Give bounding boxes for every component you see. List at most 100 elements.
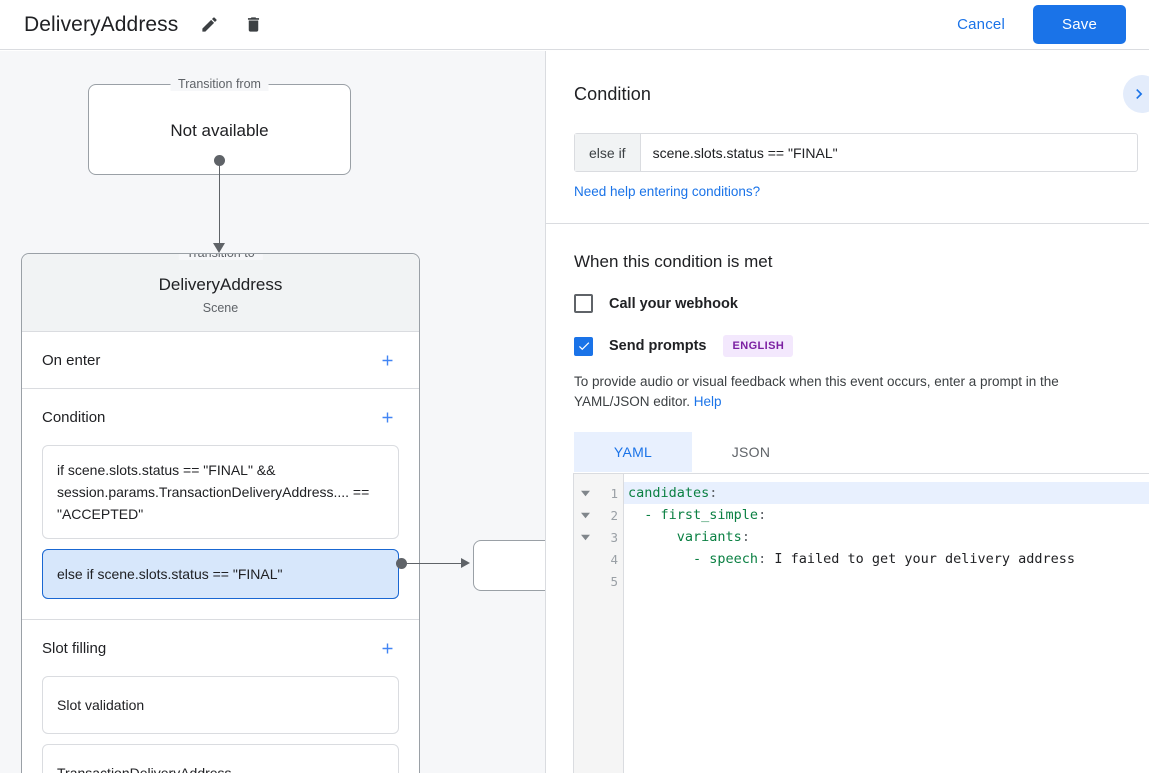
gutter-row: 2 [574, 504, 623, 526]
condition-help-link[interactable]: Need help entering conditions? [574, 184, 761, 199]
line-number: 2 [610, 507, 618, 523]
code-line[interactable] [624, 570, 1149, 592]
page-title: DeliveryAddress [24, 12, 179, 36]
flow-canvas[interactable]: Transition from Not available Transition… [0, 51, 545, 773]
editor-code-area[interactable]: candidates: - first_simple: variants: - … [624, 474, 1149, 773]
fold-arrow-glyph [580, 490, 590, 496]
fold-arrow-glyph [580, 512, 590, 518]
scene-card-header: DeliveryAddress Scene [22, 254, 419, 332]
next-node-partial[interactable] [473, 540, 545, 591]
send-prompts-label: Send prompts [609, 338, 707, 354]
transition-to-legend: Transition to [178, 254, 263, 260]
fold-arrow-icon[interactable] [574, 489, 596, 498]
section-condition-label: Condition [42, 408, 106, 426]
condition-output-arrow [461, 558, 470, 568]
section-condition-header: Condition [42, 389, 399, 445]
section-on-enter: On enter [22, 332, 419, 389]
plus-icon[interactable] [375, 636, 399, 660]
save-button[interactable]: Save [1033, 5, 1126, 44]
code-key: variants [676, 529, 742, 545]
section-condition: Condition if scene.slots.status == "FINA… [22, 389, 419, 620]
section-slot-filling-label: Slot filling [42, 639, 107, 657]
condition-expression-field[interactable]: else if scene.slots.status == "FINAL" [574, 133, 1138, 172]
connector-arrow [213, 243, 225, 253]
condition-heading: Condition [574, 84, 651, 104]
language-badge: ENGLISH [723, 335, 794, 357]
plus-icon-glyph [382, 355, 392, 365]
transition-to-node[interactable]: Transition to DeliveryAddress Scene On e… [21, 253, 420, 773]
trash-icon-glyph [247, 17, 259, 32]
scene-type-label: Scene [202, 300, 239, 315]
yaml-code-editor[interactable]: 1 2 3 4 5 candidates: - first_simple: va… [573, 473, 1149, 773]
code-colon: : [758, 507, 767, 523]
webhook-checkbox-row[interactable]: Call your webhook [574, 294, 1121, 313]
code-indent [628, 529, 677, 545]
prompts-helper-body: To provide audio or visual feedback when… [574, 374, 1059, 409]
line-number: 3 [610, 529, 618, 545]
line-number: 5 [610, 573, 618, 589]
section-slot-filling-header: Slot filling [42, 620, 399, 676]
webhook-checkbox-label: Call your webhook [609, 295, 738, 312]
transition-from-title: Not available [170, 121, 269, 140]
plus-icon-glyph [382, 643, 392, 653]
slot-filling-list: Slot validation TransactionDeliveryAddre… [42, 676, 399, 773]
slot-item[interactable]: TransactionDeliveryAddress [42, 744, 399, 773]
prompts-help-link[interactable]: Help [693, 394, 722, 409]
when-condition-met-section: When this condition is met Call your web… [546, 252, 1149, 472]
plus-icon[interactable] [375, 348, 399, 372]
code-line[interactable]: variants: [624, 526, 1149, 548]
slot-item[interactable]: Slot validation [42, 676, 399, 734]
code-indent: - [628, 507, 661, 523]
condition-output-line [406, 563, 468, 564]
cancel-button[interactable]: Cancel [945, 7, 1017, 42]
condition-prefix-label: else if [575, 134, 641, 171]
send-prompts-checkbox[interactable] [574, 336, 593, 356]
webhook-checkbox[interactable] [574, 294, 593, 313]
gutter-row: 1 [574, 482, 623, 504]
tab-yaml[interactable]: YAML [574, 432, 692, 472]
section-on-enter-label: On enter [42, 351, 101, 369]
condition-item[interactable]: if scene.slots.status == "FINAL" && sess… [42, 445, 399, 539]
pencil-icon[interactable] [196, 12, 222, 38]
gutter-row: 5 [574, 570, 623, 592]
transition-from-legend: Transition from [170, 77, 269, 91]
pencil-icon-glyph [202, 17, 217, 32]
code-colon: : [709, 485, 718, 501]
line-number: 1 [610, 485, 618, 501]
code-key: first_simple [660, 507, 759, 523]
editor-format-tabs: YAML JSON [574, 432, 1121, 472]
fold-arrow-icon[interactable] [574, 533, 596, 542]
send-prompts-checkbox-row[interactable]: Send prompts ENGLISH [574, 335, 1121, 357]
code-key: candidates [628, 485, 710, 501]
chevron-right-icon[interactable] [1123, 75, 1149, 113]
gutter-row: 4 [574, 548, 623, 570]
top-app-bar: DeliveryAddress Cancel Save [0, 0, 1149, 50]
code-value: I failed to get your delivery address [766, 551, 1076, 567]
line-number: 4 [610, 551, 618, 567]
condition-settings-section: Condition else if scene.slots.status == … [546, 51, 1149, 224]
condition-list: if scene.slots.status == "FINAL" && sess… [42, 445, 399, 619]
code-indent: - [628, 551, 710, 567]
check-icon [578, 342, 589, 351]
panel-divider [546, 223, 1149, 224]
code-line[interactable]: - speech: I failed to get your delivery … [624, 548, 1149, 570]
chevron-right-icon-glyph [1136, 89, 1143, 99]
section-slot-filling: Slot filling Slot validation Transaction… [22, 620, 419, 773]
editor-gutter: 1 2 3 4 5 [574, 474, 624, 773]
plus-icon[interactable] [375, 405, 399, 429]
code-key: speech [709, 551, 759, 567]
condition-expression-input[interactable]: scene.slots.status == "FINAL" [652, 144, 838, 161]
code-line[interactable]: candidates: [624, 482, 1149, 504]
fold-arrow-icon[interactable] [574, 511, 596, 520]
gutter-row: 3 [574, 526, 623, 548]
code-colon: : [741, 529, 750, 545]
condition-item-selected[interactable]: else if scene.slots.status == "FINAL" [42, 549, 399, 599]
tab-json[interactable]: JSON [731, 444, 771, 460]
code-line[interactable]: - first_simple: [624, 504, 1149, 526]
connector-line [219, 159, 220, 249]
scene-name: DeliveryAddress [158, 274, 283, 294]
prompts-helper-text: To provide audio or visual feedback when… [574, 372, 1134, 412]
trash-icon[interactable] [240, 12, 266, 38]
fold-arrow-glyph [580, 534, 590, 540]
section-on-enter-header: On enter [42, 332, 399, 388]
